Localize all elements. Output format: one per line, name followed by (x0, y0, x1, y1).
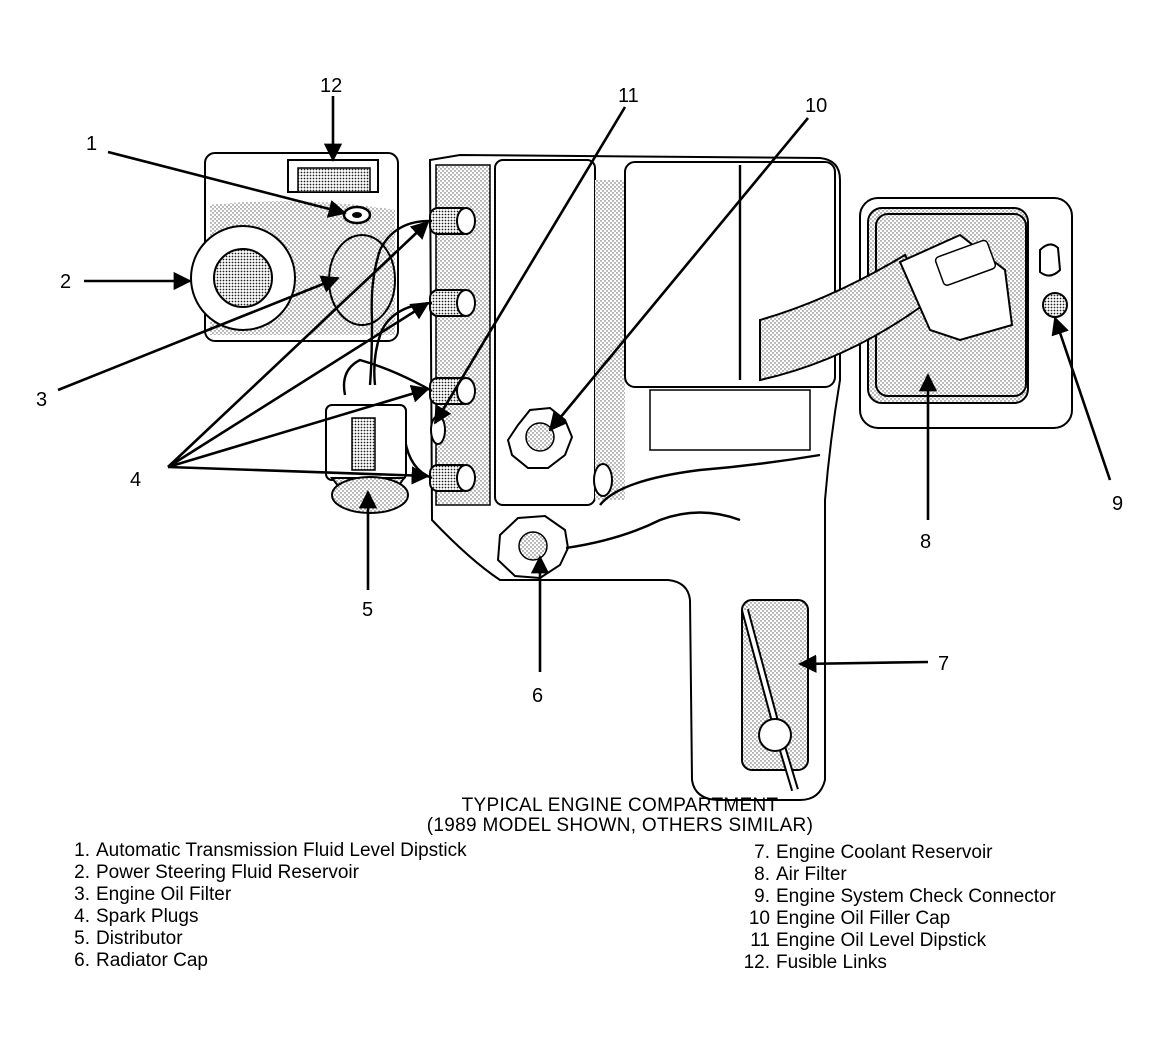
legend-label: Automatic Transmission Fluid Level Dipst… (96, 840, 467, 861)
legend-item: 8. Air Filter (738, 864, 1056, 886)
legend-item: 10 Engine Oil Filler Cap (738, 908, 1056, 930)
legend-number: 10 (748, 908, 770, 929)
legend-number: 1. (74, 840, 90, 861)
diagram-caption-line2: (1989 MODEL SHOWN, OTHERS SIMILAR) (426, 815, 814, 836)
legend-number: 11 (750, 930, 770, 951)
legend-item: 6. Radiator Cap (66, 950, 467, 972)
legend-number: 4. (74, 906, 90, 927)
left-component-box (190, 152, 399, 342)
diagram-caption-line1: TYPICAL ENGINE COMPARTMENT (461, 795, 779, 816)
callout-5: 5 (362, 599, 373, 621)
legend-number: 7. (754, 842, 770, 863)
legend-item: 7. Engine Coolant Reservoir (738, 842, 1056, 864)
legend-number: 6. (74, 950, 90, 971)
callout-11: 11 (618, 85, 639, 107)
legend-item: 5. Distributor (66, 928, 467, 950)
legend-item: 9. Engine System Check Connector (738, 886, 1056, 908)
legend-item: 1. Automatic Transmission Fluid Level Dip… (66, 840, 467, 862)
legend-number: 5. (74, 928, 90, 949)
legend-label: Engine System Check Connector (776, 886, 1056, 907)
air-filter (759, 197, 1073, 429)
legend-item: 2. Power Steering Fluid Reservoir (66, 862, 467, 884)
legend-label: Radiator Cap (96, 950, 208, 971)
legend-item: 12. Fusible Links (738, 952, 1056, 974)
legend-right: 7.Engine Coolant Reservoir 8.Air Filter … (738, 842, 1056, 974)
callout-7: 7 (938, 653, 949, 675)
legend-number: 8. (754, 864, 770, 885)
legend-label: Engine Oil Level Dipstick (776, 930, 987, 951)
legend-item: 11 Engine Oil Level Dipstick (738, 930, 1056, 952)
callout-3: 3 (36, 389, 47, 411)
legend-label: Air Filter (776, 864, 847, 885)
radiator-cap (496, 511, 741, 580)
legend-label: Power Steering Fluid Reservoir (96, 862, 359, 883)
legend-number: 3. (74, 884, 90, 905)
legend-number: 9. (754, 886, 770, 907)
spark-plugs (342, 207, 476, 492)
legend-label: Engine Oil Filler Cap (776, 908, 951, 929)
legend-label: Distributor (96, 928, 183, 949)
callout-2: 2 (60, 271, 71, 293)
callout-1: 1 (86, 133, 97, 155)
callout-4: 4 (130, 469, 141, 491)
legend-label: Spark Plugs (96, 906, 199, 927)
callout-leaders (57, 96, 1112, 673)
legend-number: 12. (743, 952, 770, 973)
legend-left: 1. Automatic Transmission Fluid Level Dip… (66, 840, 467, 972)
callout-6: 6 (532, 685, 543, 707)
legend-number: 2. (74, 862, 90, 883)
callout-12: 12 (320, 75, 342, 97)
engine-block (428, 153, 841, 801)
legend-label: Engine Oil Filter (96, 884, 232, 905)
callout-10: 10 (805, 95, 827, 117)
legend-item: 4. Spark Plugs (66, 906, 467, 928)
legend-label: Engine Coolant Reservoir (776, 842, 993, 863)
legend-label: Fusible Links (776, 952, 887, 973)
legend-item: 3. Engine Oil Filter (66, 884, 467, 906)
callout-9: 9 (1112, 493, 1123, 515)
callout-8: 8 (920, 531, 931, 553)
